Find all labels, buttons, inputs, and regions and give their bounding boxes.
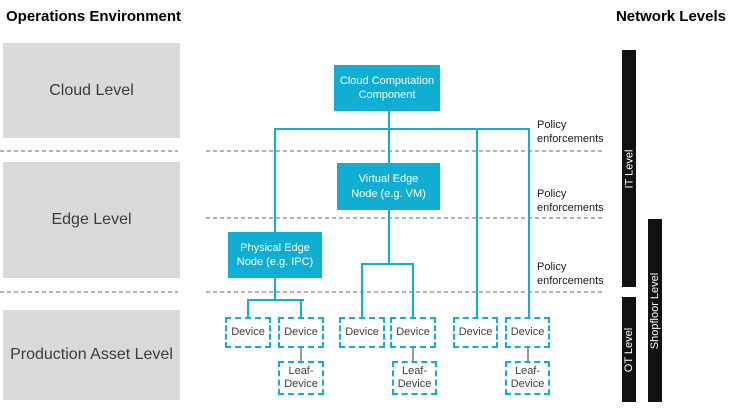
cloud-level-label: Cloud Level: [49, 81, 134, 99]
connector-leaf-2: [412, 348, 414, 361]
policy-enforcements-label-3: Policy enforcements: [537, 260, 609, 289]
policy-enforcements-label-1: Policy enforcements: [537, 118, 609, 147]
divider-edge-production-right: [206, 291, 605, 293]
device-box-5: Device: [453, 317, 498, 348]
physical-edge-node: Physical Edge Node (e.g. IPC): [228, 232, 322, 278]
shopfloor-level-label: Shopfloor Level: [649, 272, 662, 349]
cloud-level-box: Cloud Level: [3, 43, 180, 138]
device-box-3: Device: [339, 317, 385, 348]
leaf-device-label-line1: Leaf-: [288, 364, 314, 377]
virtual-edge-node-line2: Node (e.g. VM): [351, 187, 426, 200]
leaf-device-label-line2: Device: [284, 378, 318, 390]
connector-to-device-4: [412, 263, 414, 317]
device-label: Device: [510, 325, 545, 338]
device-label: Device: [345, 325, 379, 338]
connector-physical-edge-horizontal: [247, 299, 304, 301]
operations-environment-title: Operations Environment: [6, 8, 182, 25]
leaf-device-box-1: Leaf- Device: [278, 361, 324, 395]
shopfloor-level-bar: Shopfloor Level: [648, 219, 662, 402]
device-box-1: Device: [225, 317, 271, 348]
connector-to-physical-edge: [274, 128, 276, 232]
connector-leaf-1: [300, 348, 302, 361]
leaf-device-box-3: Leaf- Device: [505, 361, 550, 395]
edge-level-box: Edge Level: [3, 162, 180, 278]
policy-label-line1: Policy: [537, 261, 567, 273]
device-box-2: Device: [278, 317, 324, 348]
device-label: Device: [231, 325, 265, 338]
network-levels-title: Network Levels: [615, 8, 726, 25]
connector-to-device-5: [476, 128, 478, 317]
ot-level-bar: OT Level: [622, 297, 636, 402]
divider-cloud-edge-right: [206, 150, 605, 152]
connector-to-device-1: [247, 299, 249, 317]
divider-edge-production-left: [0, 291, 178, 293]
cloud-computation-node-line1: Cloud Computation: [339, 74, 435, 87]
policy-label-line2: enforcements: [537, 275, 604, 288]
cloud-computation-node: Cloud Computation Component: [334, 65, 440, 111]
connector-virtual-edge-horizontal: [361, 263, 414, 265]
leaf-device-label-line1: Leaf-: [401, 364, 428, 377]
connector-to-virtual-edge: [388, 128, 390, 164]
connector-physical-edge-drop: [274, 278, 276, 299]
policy-label-line2: enforcements: [537, 202, 604, 215]
policy-label-line1: Policy: [537, 119, 567, 131]
divider-edge-mid: [206, 217, 605, 219]
virtual-edge-node-line1: Virtual Edge: [358, 173, 419, 186]
leaf-device-label-line2: Device: [397, 378, 432, 390]
device-label: Device: [396, 325, 430, 338]
policy-label-line1: Policy: [537, 188, 567, 200]
production-asset-level-box: Production Asset Level: [3, 310, 180, 400]
policy-label-line2: enforcements: [537, 133, 604, 146]
it-level-label: IT Level: [623, 149, 635, 188]
connector-to-device-6: [528, 128, 530, 317]
physical-edge-node-line2: Node (e.g. IPC): [236, 256, 314, 268]
ot-level-label: OT Level: [623, 327, 635, 372]
leaf-device-label-line1: Leaf-: [514, 364, 541, 377]
connector-to-device-2: [300, 299, 302, 317]
device-box-6: Device: [505, 317, 550, 348]
device-label: Device: [458, 325, 493, 338]
leaf-device-box-2: Leaf- Device: [392, 361, 437, 395]
connector-top-horizontal: [274, 128, 530, 130]
divider-cloud-edge-left: [0, 150, 178, 152]
connector-leaf-3: [527, 348, 529, 361]
device-label: Device: [284, 325, 318, 338]
cloud-computation-node-line2: Component: [358, 89, 416, 101]
edge-level-label: Edge Level: [51, 211, 132, 228]
it-level-bar: IT Level: [622, 50, 636, 287]
production-asset-level-label: Production Asset Level: [10, 346, 173, 363]
leaf-device-label-line2: Device: [510, 378, 545, 390]
connector-virtual-edge-drop: [388, 210, 390, 263]
physical-edge-node-line1: Physical Edge: [240, 241, 310, 254]
virtual-edge-node: Virtual Edge Node (e.g. VM): [337, 163, 440, 210]
policy-enforcements-label-2: Policy enforcements: [537, 187, 609, 216]
connector-cloud-drop: [388, 111, 390, 129]
device-box-4: Device: [390, 317, 436, 348]
connector-to-device-3: [361, 263, 363, 317]
